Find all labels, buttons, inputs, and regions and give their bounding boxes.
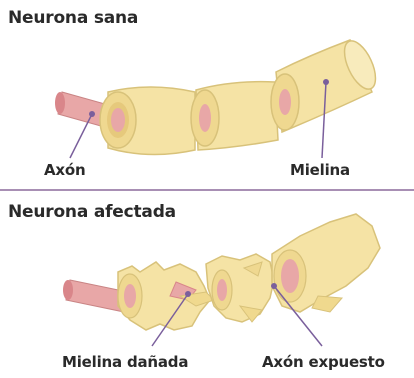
damaged-myelin-segment-2 xyxy=(206,254,274,322)
damaged-myelin-pointer-dot xyxy=(185,291,191,297)
exposed-axon-pointer-dot xyxy=(271,283,277,289)
damaged-myelin-segment-1 xyxy=(118,262,214,330)
damaged-myelin-label: Mielina dañada xyxy=(62,353,188,371)
exposed-axon-label: Axón expuesto xyxy=(262,353,385,371)
